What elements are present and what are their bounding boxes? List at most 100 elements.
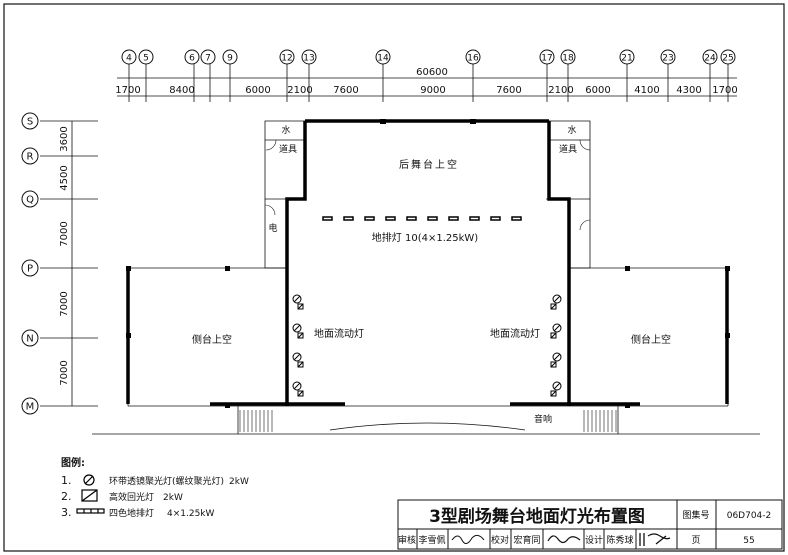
stair-right [583,410,617,432]
rear-stage-label: 后舞台上空 [399,158,459,171]
reviewer-signature [451,534,485,544]
dim-label: 9000 [420,85,445,96]
grid-label: 7 [205,54,211,64]
spotlight-icon [550,381,562,397]
building-plan [92,119,760,435]
dim-label: 7000 [59,291,70,316]
side-stage-label-right: 侧台上空 [631,333,671,346]
row-spacing-labels: 3600 4500 7000 7000 7000 [59,126,70,385]
grid-bubble: M [21,397,39,415]
legend-power: 2kW [163,493,183,503]
designer-signature [639,533,671,546]
legend-text: 高效回光灯 [109,491,154,503]
grid-label: Q [26,195,34,206]
grid-label: 12 [281,54,292,64]
grid-label: 25 [722,54,733,64]
spotlight-icon [550,323,562,339]
grid-bubble: 9 [222,49,238,65]
grid-label: 9 [227,54,233,64]
grid-label: 4 [126,54,132,64]
page-label: 页 [691,535,700,546]
grid-bubble: N [21,329,39,347]
grid-label: 23 [662,54,673,64]
dim-label: 1700 [712,85,737,96]
footlight-strip-icon [469,216,480,221]
grid-label: 5 [143,54,149,64]
dim-label: 8400 [169,85,194,96]
dim-label: 7000 [59,221,70,246]
footlight-strip-icon [448,216,459,221]
grid-label: P [27,264,33,275]
checker-signature [547,535,581,544]
footlight-label: 地排灯 10(4×1.25kW) [372,231,478,244]
grid-bubble: 24 [702,49,718,65]
grid-label: 6 [189,54,195,64]
side-stage-label-left: 侧台上空 [192,333,232,346]
spotlight-icon [292,381,304,397]
legend-item: 3. 四色地排灯 4×1.25kW [61,506,215,519]
grid-bubble: S [21,112,39,130]
dim-label: 4300 [676,85,701,96]
grid-label: N [26,334,33,345]
dim-label: 2100 [548,85,573,96]
room-label-props: 道具 [559,143,577,155]
spotlight-icon [550,352,562,368]
grid-label: 16 [467,54,479,64]
room-label-electric: 电 [268,222,277,234]
footlight-strip-icon [427,216,438,221]
footlight-strip-icon [343,216,354,221]
legend: 图例: 1. 环带透镜聚光灯(螺纹聚光灯) 2kW 2. 高效回光灯 2kW 3… [61,456,249,519]
legend-title: 图例: [61,456,85,469]
legend-text: 四色地排灯 [109,507,154,519]
floor-lights-left [292,294,304,397]
grid-label: M [26,402,35,413]
grid-label: 17 [541,54,552,64]
outer-frame [3,3,785,552]
overall-dimension: 60600 [416,67,448,78]
dim-label: 3600 [59,126,70,151]
dim-label: 6000 [585,85,610,96]
left-dimension-chain [40,120,98,407]
dim-label: 4500 [59,165,70,190]
designer-name: 陈秀球 [606,534,633,546]
review-label: 审核 [398,534,416,546]
footlight-strip-icon [322,216,333,221]
dim-label: 7600 [333,85,358,96]
floor-light-label-left: 地面流动灯 [314,327,364,340]
grid-label: 18 [562,54,574,64]
grid-bubble: 5 [138,49,154,65]
grid-bubble: 12 [279,49,295,65]
grid-bubble: P [21,259,39,277]
dim-label: 2100 [287,85,312,96]
spotlight-icon [292,352,304,368]
floor-light-label-right: 地面流动灯 [490,327,540,340]
footlight-strip-icon [364,216,375,221]
legend-number: 3. [61,506,72,519]
grid-bubble: 23 [660,49,676,65]
grid-label: 24 [704,54,716,64]
grid-bubble: 6 [184,49,200,65]
footlight-strip-icon [76,508,105,514]
checker-name: 宏育同 [513,534,540,546]
grid-bubble: R [21,147,39,165]
backlight-icon [81,489,98,502]
page-number: 55 [743,536,754,546]
footlight-strip-icon [511,216,522,221]
spotlight-icon [83,474,95,486]
spotlight-icon [292,323,304,339]
room-labels: 水 水 道具 道具 电 后舞台上空 地排灯 10(4×1.25kW) 侧台上空 … [192,124,671,425]
legend-power: 4×1.25kW [167,509,215,519]
column-spacing-labels: 1700 8400 6000 2100 7600 9000 7600 2100 … [115,85,737,96]
grid-bubble: 25 [720,49,736,65]
footlight-strip-icon [406,216,417,221]
door-swings [264,139,591,231]
legend-text: 环带透镜聚光灯(螺纹聚光灯) [109,475,224,487]
stage-apron-curve [329,422,526,431]
legend-number: 1. [61,474,72,487]
footlight-strip-icon [385,216,396,221]
grid-bubble: Q [21,190,39,208]
grid-bubble: 13 [301,49,317,65]
check-label: 校对 [491,534,509,546]
legend-number: 2. [61,490,72,503]
legend-item: 1. 环带透镜聚光灯(螺纹聚光灯) 2kW [61,474,249,487]
